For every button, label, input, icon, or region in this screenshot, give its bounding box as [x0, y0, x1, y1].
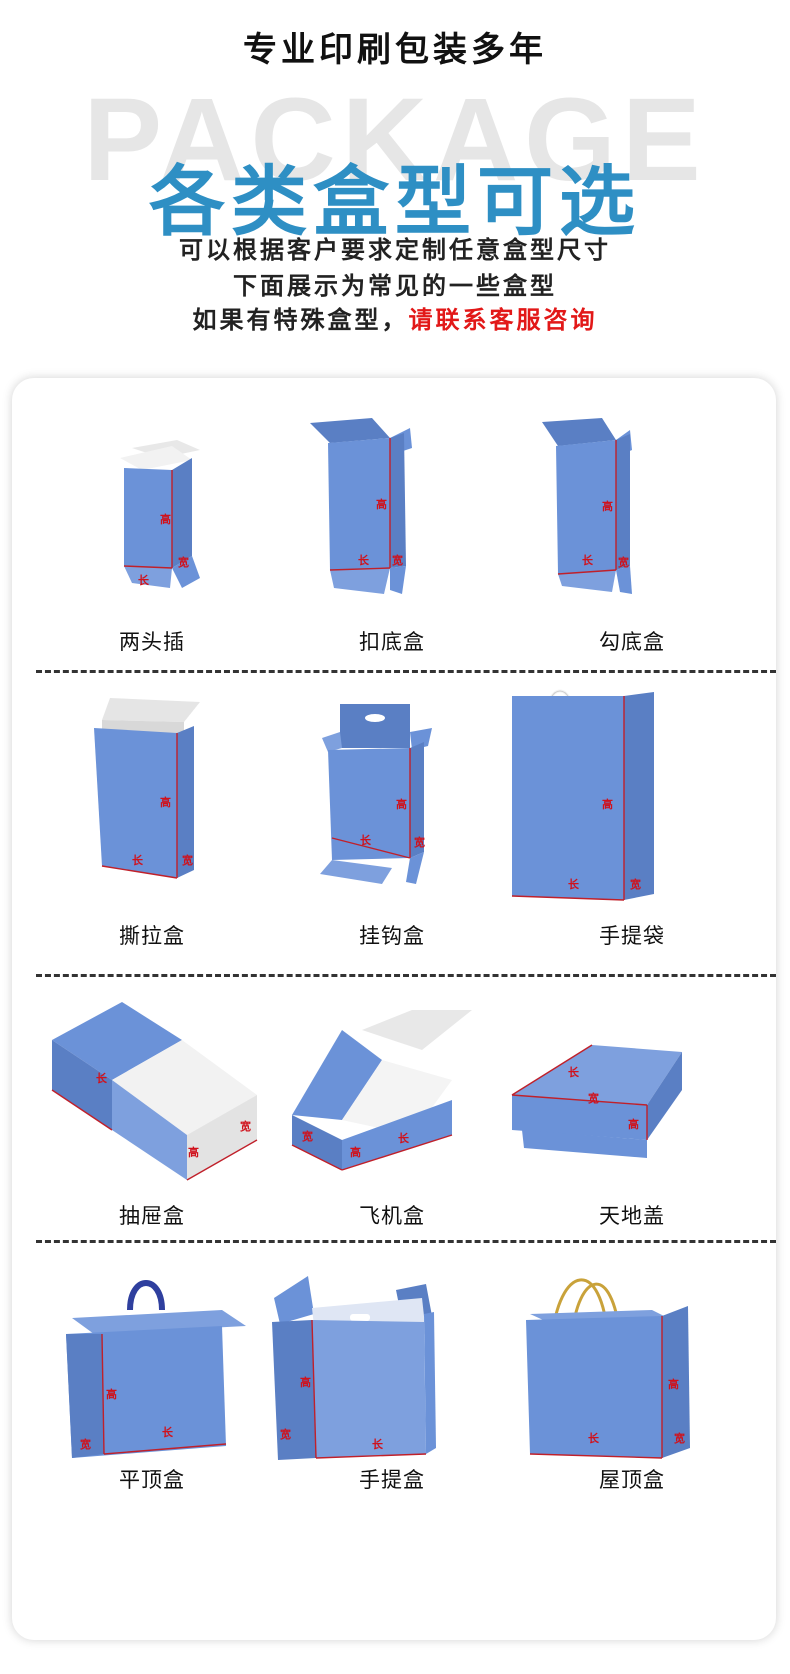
dim-height-label: 高	[300, 1375, 311, 1389]
box-cell-flat-top: 高 宽 长	[32, 1258, 272, 1478]
box-cell-handbag: 高 宽 长	[511, 688, 752, 908]
box-cell-mailer: 宽 高 长	[272, 990, 512, 1190]
dim-height-label: 高	[602, 499, 613, 513]
box-cell-lid-and-base: 长 宽 高	[511, 990, 752, 1190]
dim-width-label: 宽	[413, 835, 425, 849]
box-name-label: 撕拉盒	[119, 924, 185, 948]
snap-lock-bottom-box-image: 高 宽 长	[310, 418, 412, 594]
hanging-hook-box-image: 高 宽 长	[320, 704, 432, 884]
description-line-1: 可以根据客户要求定制任意盒型尺寸	[179, 236, 611, 264]
box-types-panel: 高 宽 长 两头插 高 宽 长 扣底盒	[12, 378, 776, 1640]
dim-length-label: 长	[132, 853, 144, 867]
box-cell-tear-strip: 高 宽 长	[32, 688, 272, 908]
dim-height-label: 高	[188, 1145, 199, 1159]
dim-width-label: 宽	[673, 1431, 685, 1445]
dim-length-label: 长	[582, 553, 594, 567]
box-name-label: 平顶盒	[119, 1468, 185, 1492]
dim-length-label: 长	[398, 1131, 410, 1145]
description-line-3: 如果有特殊盒型，请联系客服咨询	[0, 300, 790, 335]
dim-height-label: 高	[160, 795, 171, 809]
page-title: 专业印刷包装多年	[243, 30, 547, 70]
box-cell-drawer: 长 宽 高	[12, 990, 258, 1190]
dim-height-label: 高	[396, 797, 407, 811]
hook-bottom-box-image: 高 宽 长	[542, 418, 632, 594]
two-end-tuck-box-image: 高 宽 长	[120, 440, 200, 588]
dim-width-label: 宽	[629, 877, 641, 891]
description-line-2: 下面展示为常见的一些盒型	[233, 272, 557, 300]
dim-height-label: 高	[160, 512, 171, 526]
dim-width-label: 宽	[239, 1119, 251, 1133]
drawer-box-image: 长 宽 高	[51, 1002, 258, 1181]
dim-length-label: 长	[162, 1425, 174, 1439]
dim-width-label: 宽	[79, 1437, 91, 1451]
dim-width-label: 宽	[177, 555, 189, 569]
row-divider	[36, 1240, 776, 1243]
dim-width-label: 宽	[181, 853, 193, 867]
gable-top-box-image: 高 宽 长	[526, 1278, 690, 1459]
mailer-box-image: 宽 高 长	[291, 1010, 472, 1171]
dim-width-label: 宽	[391, 553, 403, 567]
lid-and-base-box-image: 长 宽 高	[511, 1044, 682, 1158]
dim-length-label: 长	[360, 833, 372, 847]
dim-length-label: 长	[358, 553, 370, 567]
tear-strip-box-image: 高 宽 长	[94, 698, 200, 879]
box-cell-snap-lock-bottom: 高 宽 长	[272, 398, 512, 628]
dim-width-label: 宽	[587, 1091, 599, 1105]
box-name-label: 天地盖	[599, 1204, 665, 1228]
dim-height-label: 高	[628, 1117, 639, 1131]
handbag-box-image: 高 宽 长	[511, 689, 654, 901]
box-cell-hook-bottom: 高 宽 长	[512, 398, 752, 628]
box-name-label: 手提盒	[359, 1468, 425, 1492]
dim-length-label: 长	[138, 573, 150, 587]
dim-width-label: 宽	[617, 555, 629, 569]
box-name-label: 两头插	[119, 630, 185, 654]
dim-height-label: 高	[376, 497, 387, 511]
box-name-label: 飞机盒	[359, 1204, 425, 1228]
box-cell-carry-box: 高 宽 长	[272, 1258, 512, 1478]
headline: 各类盒型可选	[149, 157, 641, 246]
flat-top-box-image: 高 宽 长	[66, 1280, 246, 1458]
box-name-label: 挂钩盒	[359, 924, 425, 948]
dim-length-label: 长	[568, 877, 580, 891]
dim-height-label: 高	[106, 1387, 117, 1401]
dim-height-label: 高	[602, 797, 613, 811]
carry-box-image: 高 宽 长	[272, 1276, 436, 1460]
box-name-label: 屋顶盒	[599, 1468, 665, 1492]
dim-height-label: 高	[350, 1145, 361, 1159]
contact-support-text: 请联系客服咨询	[408, 306, 598, 334]
dim-height-label: 高	[668, 1377, 679, 1391]
background-watermark-word: PACKAGE	[83, 74, 707, 206]
box-cell-gable-top: 高 宽 长	[512, 1258, 752, 1478]
dim-width-label: 宽	[301, 1129, 313, 1143]
description-line-3-text: 如果有特殊盒型，	[192, 306, 409, 334]
row-divider	[36, 974, 776, 977]
dim-length-label: 长	[372, 1437, 384, 1451]
dim-length-label: 长	[568, 1065, 580, 1079]
box-name-label: 勾底盒	[599, 630, 665, 654]
dim-length-label: 长	[588, 1431, 600, 1445]
dim-length-label: 长	[96, 1071, 108, 1085]
dim-width-label: 宽	[279, 1427, 291, 1441]
box-cell-two-end-tuck: 高 宽 长	[32, 398, 272, 628]
row-divider	[36, 670, 776, 673]
box-name-label: 手提袋	[599, 924, 665, 948]
box-cell-hanging-hook: 高 宽 长	[272, 688, 512, 908]
box-name-label: 抽屉盒	[119, 1204, 185, 1228]
box-name-label: 扣底盒	[359, 630, 425, 654]
